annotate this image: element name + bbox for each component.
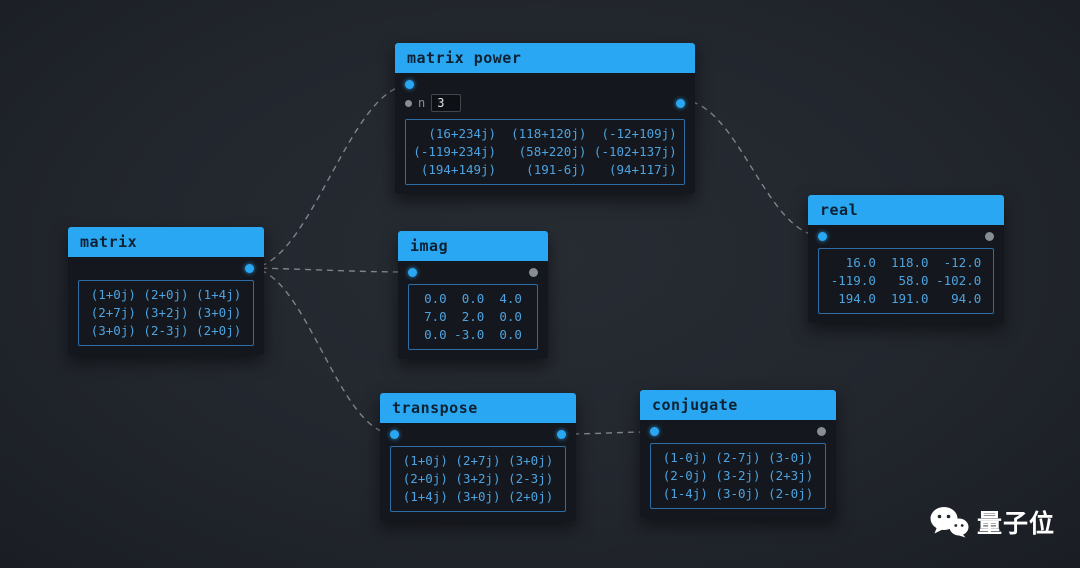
node-imag[interactable]: imag 0.0 0.0 4.0 7.0 2.0 0.0 0.0 -3.0 0.… [398,231,548,359]
wire-matrix-to-transpose [249,267,395,435]
node-transpose-header[interactable]: transpose [380,393,576,423]
matrix-row: (1+4j) (3+0j) (2+0j) [402,489,554,504]
node-real-header[interactable]: real [808,195,1004,225]
node-body: n (16+234j) (118+120j) (-12+109j) (-119+… [395,73,695,194]
imag-result-display: 0.0 0.0 4.0 7.0 2.0 0.0 0.0 -3.0 0.0 [408,284,538,350]
node-body: (1+0j) (2+0j) (1+4j) (2+7j) (3+2j) (3+0j… [68,257,264,355]
matrix-row: (2+7j) (3+2j) (3+0j) [90,305,242,320]
matrix-output-port[interactable] [245,264,254,273]
node-title: transpose [392,399,478,417]
matrix-row: (1-0j) (2-7j) (3-0j) [662,450,814,465]
conjugate-result-display: (1-0j) (2-7j) (3-0j) (2-0j) (3-2j) (2+3j… [650,443,826,509]
wire-matrix-to-imag [249,267,414,273]
imag-output-port[interactable] [529,268,538,277]
matrix-row: (1+0j) (2+0j) (1+4j) [90,287,242,302]
matrix-power-n-port[interactable] [405,99,412,107]
matrix-row: (2-0j) (3-2j) (2+3j) [662,468,814,483]
node-matrix-power[interactable]: matrix power n (16+234j) (118+120j) (-12… [395,43,695,194]
matrix-row: (-119+234j) (58+220j) (-102+137j) [413,144,677,159]
transpose-input-port[interactable] [390,430,399,439]
node-body: 16.0 118.0 -12.0 -119.0 58.0 -102.0 194.… [808,225,1004,323]
conjugate-output-port[interactable] [817,427,826,436]
matrix-row: (3+0j) (2-3j) (2+0j) [90,323,242,338]
real-output-port[interactable] [985,232,994,241]
conjugate-input-port[interactable] [650,427,659,436]
wire-matrix-to-matrix-power [249,84,411,269]
wire-matrix-power-to-real [680,99,823,237]
matrix-power-output-port[interactable] [676,98,685,108]
matrix-row: (1-4j) (3-0j) (2-0j) [662,486,814,501]
param-label: n [418,96,426,110]
matrix-row: (194+149j) (191-6j) (94+117j) [413,162,677,177]
node-title: real [820,201,859,219]
matrix-power-input-port[interactable] [405,80,414,89]
wechat-icon [930,507,969,538]
matrix-row: (2+0j) (3+2j) (2-3j) [402,471,554,486]
n-input[interactable] [431,94,462,112]
matrix-row: 0.0 -3.0 0.0 [424,327,522,342]
matrix-row: 0.0 0.0 4.0 [424,291,522,306]
node-title: matrix power [407,49,522,67]
node-body: (1-0j) (2-7j) (3-0j) (2-0j) (3-2j) (2+3j… [640,420,836,518]
real-result-display: 16.0 118.0 -12.0 -119.0 58.0 -102.0 194.… [818,248,994,314]
node-title: matrix [80,233,138,251]
node-conjugate[interactable]: conjugate (1-0j) (2-7j) (3-0j) (2-0j) (3… [640,390,836,518]
node-title: imag [410,237,449,255]
matrix-row: 16.0 118.0 -12.0 [830,255,982,270]
node-matrix-header[interactable]: matrix [68,227,264,257]
node-imag-header[interactable]: imag [398,231,548,261]
matrix-row: (1+0j) (2+7j) (3+0j) [402,453,554,468]
node-title: conjugate [652,396,738,414]
watermark: 量子位 [929,504,1055,540]
transpose-result-display: (1+0j) (2+7j) (3+0j) (2+0j) (3+2j) (2-3j… [390,446,566,512]
node-matrix-power-header[interactable]: matrix power [395,43,695,73]
matrix-row: (16+234j) (118+120j) (-12+109j) [413,126,677,141]
imag-input-port[interactable] [408,268,417,277]
matrix-row: 7.0 2.0 0.0 [424,309,522,324]
node-body: 0.0 0.0 4.0 7.0 2.0 0.0 0.0 -3.0 0.0 [398,261,548,359]
matrix-power-result-display: (16+234j) (118+120j) (-12+109j) (-119+23… [405,119,685,185]
node-real[interactable]: real 16.0 118.0 -12.0 -119.0 58.0 -102.0… [808,195,1004,323]
node-transpose[interactable]: transpose (1+0j) (2+7j) (3+0j) (2+0j) (3… [380,393,576,521]
node-matrix[interactable]: matrix (1+0j) (2+0j) (1+4j) (2+7j) (3+2j… [68,227,264,355]
watermark-text: 量子位 [976,509,1055,538]
real-input-port[interactable] [818,232,827,241]
node-conjugate-header[interactable]: conjugate [640,390,836,420]
matrix-row: 194.0 191.0 94.0 [830,291,982,306]
transpose-output-port[interactable] [557,430,566,439]
matrix-value-display: (1+0j) (2+0j) (1+4j) (2+7j) (3+2j) (3+0j… [78,280,254,346]
matrix-row: -119.0 58.0 -102.0 [830,273,982,288]
node-body: (1+0j) (2+7j) (3+0j) (2+0j) (3+2j) (2-3j… [380,423,576,521]
